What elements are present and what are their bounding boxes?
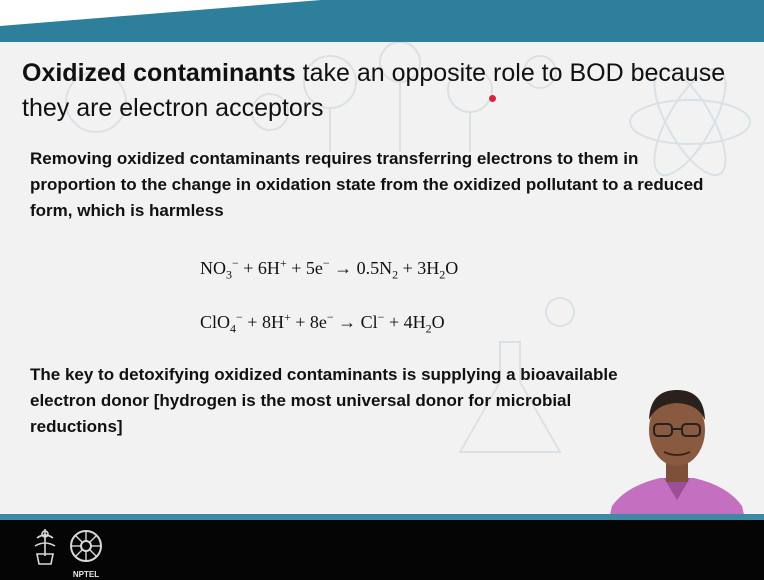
paragraph-removal: Removing oxidized contaminants requires … [30, 149, 704, 220]
eq-term: + 8e [290, 312, 327, 332]
eq-subscript: 2 [392, 267, 399, 282]
eq-term: + 5e [286, 258, 323, 278]
nptel-logo: NPTEL [66, 526, 106, 580]
banner-teal-wedge [0, 0, 764, 42]
eq-term: O [431, 312, 445, 332]
eq-superscript: − [322, 256, 330, 270]
eq-subscript: 2 [425, 321, 432, 336]
footer-bar: NPTEL [0, 520, 764, 580]
laser-pointer-dot [489, 95, 496, 102]
eq-term: → Cl [333, 312, 378, 332]
eq-superscript: + [283, 310, 291, 324]
slide-title: Oxidized contaminants take an opposite r… [22, 56, 750, 126]
title-bold-phrase: Oxidized contaminants [22, 59, 296, 87]
eq-subscript: 4 [230, 321, 237, 336]
equation-nitrate-reduction: NO3− + 6H+ + 5e− → 0.5N2 + 3H2O [200, 256, 560, 283]
nptel-wheel-icon [70, 530, 102, 562]
iit-emblem-logo [34, 529, 56, 565]
eq-term: + 8H [242, 312, 284, 332]
eq-superscript: − [326, 310, 334, 324]
eq-subscript: 2 [439, 267, 446, 282]
eq-superscript: + [279, 256, 287, 270]
eq-term: NO [200, 258, 226, 278]
faded-science-watermark [65, 42, 751, 453]
nptel-logo-label: NPTEL [72, 570, 100, 579]
equation-perchlorate-reduction: ClO4− + 8H+ + 8e− → Cl− + 4H2O [200, 310, 560, 337]
eq-term: O [445, 258, 459, 278]
eq-term: + 6H [238, 258, 280, 278]
eq-term: ClO [200, 312, 231, 332]
eq-superscript: − [377, 310, 385, 324]
eq-subscript: 3 [226, 267, 232, 282]
eq-superscript: − [232, 256, 239, 270]
eq-superscript: − [236, 310, 243, 324]
eq-term: → 0.5N [329, 258, 393, 278]
eq-term: + 4H [384, 312, 426, 332]
title-rest: take an opposite role to BOD because the… [22, 59, 726, 122]
footer-divider [0, 514, 764, 520]
slide-content: Oxidized contaminants take an opposite r… [0, 42, 764, 558]
slide-top-banner [0, 0, 764, 42]
eq-term: + 3H [398, 258, 440, 278]
paragraph-electron-donor: The key to detoxifying oxidized contamin… [30, 365, 618, 436]
